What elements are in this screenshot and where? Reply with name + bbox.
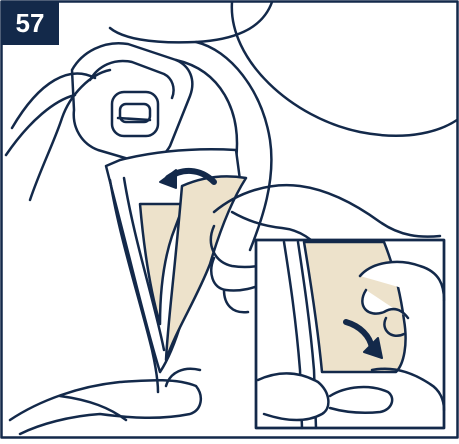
pad-fold-closeup-icon [256, 240, 444, 428]
step-number-badge: 57 [1, 2, 59, 45]
